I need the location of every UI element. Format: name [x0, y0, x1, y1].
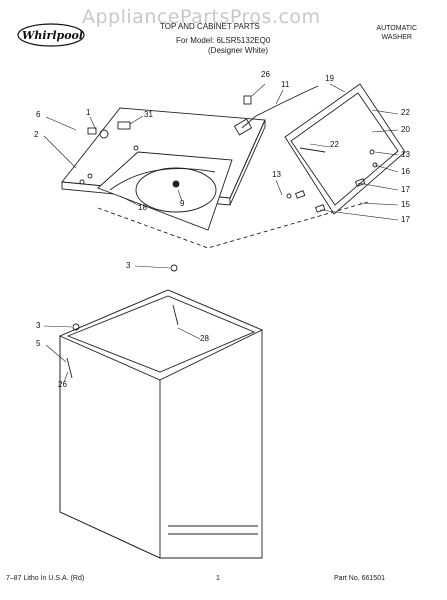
print-info: 7–87 Litho In U.S.A. (Rd)	[6, 575, 85, 582]
part-number: Part No. 661501	[334, 575, 385, 582]
callout-20: 20	[401, 125, 410, 134]
product-type: AUTOMATIC WASHER	[376, 25, 417, 41]
callout-11: 11	[281, 80, 290, 89]
callout-17: 17	[401, 185, 410, 194]
callout-26b: 26	[58, 380, 67, 389]
cabinet	[58, 289, 264, 559]
callout-13: 13	[401, 150, 410, 159]
top-panel	[61, 107, 266, 231]
callout-17b: 17	[401, 215, 410, 224]
callout-22: 22	[401, 108, 410, 117]
top-small-parts	[87, 121, 131, 139]
lid-switch-harness	[233, 85, 319, 136]
color-variant: (Designer White)	[208, 46, 269, 55]
lid	[284, 83, 406, 215]
callout-9: 9	[180, 199, 185, 208]
callout-1: 1	[86, 108, 91, 117]
callout-3: 3	[126, 261, 131, 270]
callout-26: 26	[261, 70, 270, 79]
page-number: 1	[216, 575, 220, 582]
callout-13b: 13	[272, 170, 281, 179]
screws	[66, 264, 179, 379]
callout-2: 2	[34, 130, 39, 139]
callout-16: 16	[401, 167, 410, 176]
callout-19: 19	[325, 74, 334, 83]
callout-15: 15	[401, 200, 410, 209]
diagram-title: TOP AND CABINET PARTS	[160, 22, 260, 31]
callout-18: 18	[138, 203, 147, 212]
whirlpool-logo: Whirlpool	[16, 22, 86, 48]
callout-22b: 22	[330, 140, 339, 149]
callout-6: 6	[36, 110, 41, 119]
model-number: For Model: 6LSR5132EQ0	[176, 36, 271, 45]
callout-5: 5	[36, 339, 41, 348]
watermark-text: AppliancePartsPros.com	[82, 6, 321, 28]
callout-3b: 3	[36, 321, 41, 330]
hinge-hardware	[286, 149, 378, 213]
callout-31: 31	[144, 110, 153, 119]
callout-28: 28	[200, 334, 209, 343]
